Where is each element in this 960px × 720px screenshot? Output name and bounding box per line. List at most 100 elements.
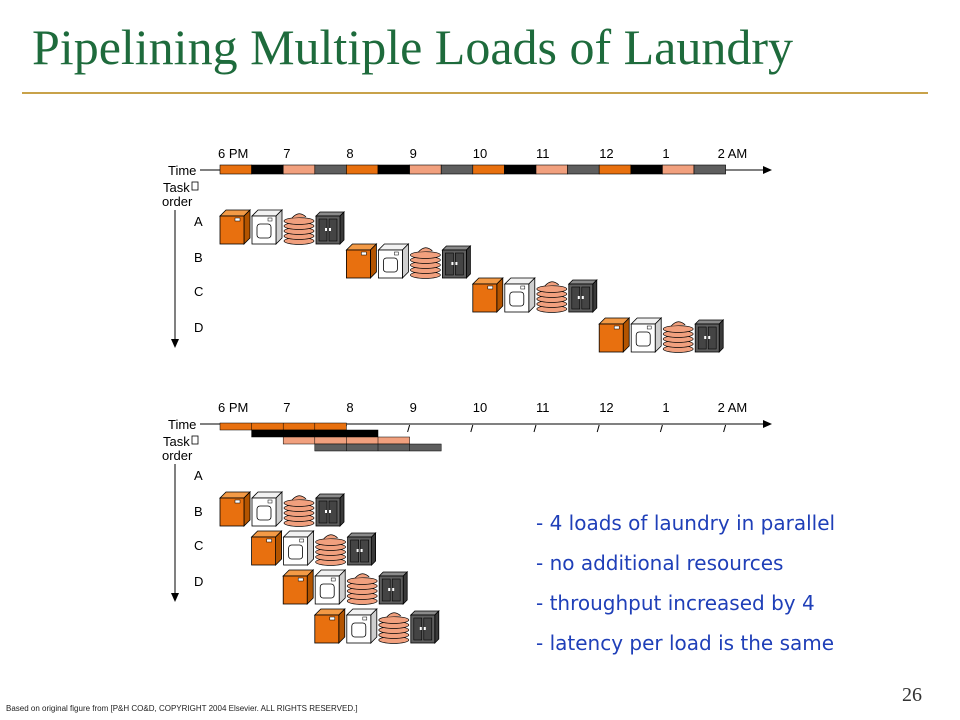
task-label: A [194,468,203,483]
timeline-segment [472,164,505,175]
task-label: B [194,250,203,265]
time-axis-arrow [763,166,772,174]
bullet-item: - no additional resources [536,551,784,575]
closet-icon [694,319,725,353]
time-tick-mark [659,424,663,433]
timeline-segment [409,164,442,175]
washer-icon [250,530,283,566]
time-tick-label: 11 [536,146,550,161]
timeline-segment [219,164,252,175]
timeline-segment [251,164,284,175]
task-axis-label: order [162,194,193,209]
folded-clothes-icon [315,534,346,566]
timeline-segment [377,164,410,175]
pipelined-load-D [313,608,440,644]
bullet-item: - latency per load is the same [536,631,835,655]
time-tick-label: 9 [410,146,417,161]
washer-icon [345,243,378,279]
sequential-load-D [598,317,725,353]
pipelined-load-B [250,530,377,566]
task-label: B [194,504,203,519]
time-tick-mark [533,424,537,433]
task-label: C [194,538,203,553]
copyright-footnote: Based on original figure from [P&H CO&D,… [6,704,358,713]
dryer-icon [314,569,347,605]
time-tick-label: 7 [283,400,290,415]
sequential-timeline-bar [219,164,726,175]
time-tick-label: 12 [599,146,613,161]
time-tick-label: 6 PM [218,146,248,161]
time-tick-label: 6 PM [218,400,248,415]
bullet-item: - throughput increased by 4 [536,591,815,615]
time-axis-label: Time [168,163,196,178]
folded-clothes-icon [283,495,315,527]
washer-icon [282,569,315,605]
dryer-icon [251,209,283,245]
dryer-icon [251,491,283,527]
time-tick-label: 8 [346,146,353,161]
timeline-segment [630,164,663,175]
timeline-segment [598,164,632,175]
dryer-icon [503,277,536,313]
washer-icon [471,277,504,313]
time-tick-label: 1 [662,146,669,161]
time-tick-label: 2 AM [718,400,748,415]
closet-icon [315,493,345,527]
dryer-icon [377,243,410,279]
task-axis-label: order [162,448,193,463]
closet-icon [346,532,377,566]
folded-clothes-icon [536,281,568,313]
closet-icon [378,571,409,605]
task-axis-label: Task [163,434,190,449]
task-axis-arrow [171,339,179,348]
task-axis-label: Task [163,180,190,195]
dryer-icon [282,530,315,566]
task-axis-arrow [171,593,179,602]
time-tick-label: 11 [536,400,550,415]
folded-clothes-icon [662,321,694,353]
pipelined-load-A [219,491,345,527]
closet-icon [409,610,440,644]
washer-icon [219,209,251,245]
task-label-box [191,181,199,191]
time-axis-label: Time [168,417,196,432]
time-tick-mark [596,424,600,433]
washer-icon [219,491,251,527]
pipelined-stage-bars [219,422,442,452]
time-axis-arrow [763,420,772,428]
time-tick-label: 12 [599,400,613,415]
timeline-segment [282,164,316,175]
closet-icon [315,211,345,245]
time-tick-label: 9 [410,400,417,415]
bullet-list: - 4 loads of laundry in parallel - no ad… [536,503,835,663]
washer-icon [598,317,631,353]
folded-clothes-icon [283,213,315,245]
time-tick-mark [407,424,411,433]
timeline-segment [314,164,347,175]
pipelined-load-C [282,569,409,605]
task-label-box [191,435,199,445]
timeline-segment [567,164,600,175]
folded-clothes-icon [410,247,441,279]
time-tick-label: 2 AM [718,146,748,161]
folded-clothes-icon [378,612,410,644]
timeline-segment [662,164,695,175]
bullet-item: - 4 loads of laundry in parallel [536,511,836,535]
title-divider [22,92,928,94]
slide-title: Pipelining Multiple Loads of Laundry [32,19,794,75]
time-tick-label: 10 [473,146,487,161]
time-tick-label: 10 [473,400,487,415]
time-tick-label: 7 [283,146,290,161]
task-label: A [194,214,203,229]
closet-icon [567,279,598,313]
sequential-load-B [345,243,472,279]
time-tick-mark [723,424,727,433]
timeline-segment [693,164,726,175]
timeline-segment [346,164,379,175]
timeline-segment [440,164,474,175]
time-tick-mark [470,424,474,433]
task-label: D [194,574,203,589]
